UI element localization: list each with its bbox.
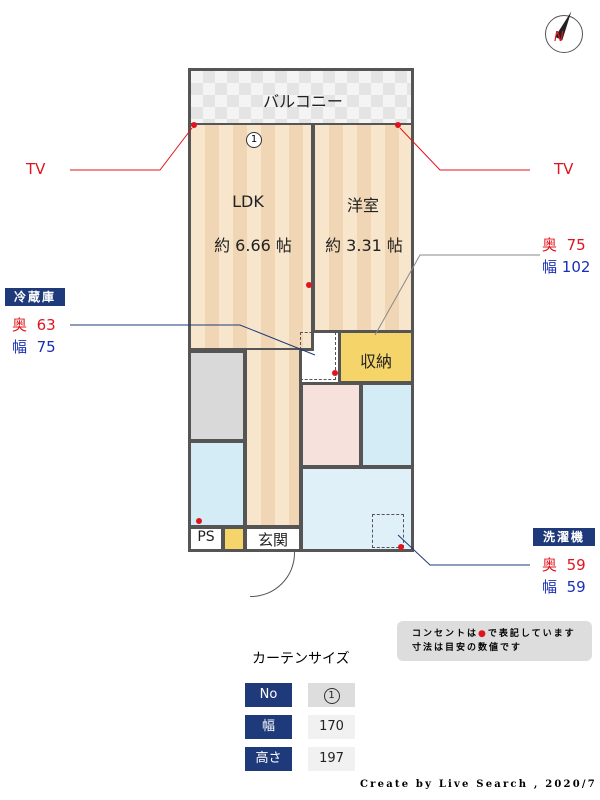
tv-label-left: TV (26, 160, 46, 178)
outlet-icon (196, 518, 202, 524)
outlet-icon (191, 122, 197, 128)
compass-icon: N (545, 9, 583, 53)
curtain-title: カーテンサイズ (252, 651, 350, 667)
outlet-icon (398, 544, 404, 550)
footer-credit: Create by Live Search , 2020/7 (360, 779, 597, 790)
western-room (312, 125, 414, 333)
fridge-badge: 冷蔵庫 (5, 288, 65, 306)
floor-plan: バルコニー 1 LDK 約 6.66 帖 洋室 約 3.31 帖 収納 PS 玄… (188, 68, 414, 597)
outlet-icon (395, 122, 401, 128)
washroom-pink (300, 382, 362, 468)
ldk-room (188, 125, 314, 351)
outlet-icon (332, 370, 338, 376)
entrance (244, 526, 302, 552)
outlet-icon (306, 282, 312, 288)
outlet-icon: ● (478, 629, 488, 639)
washer-badge: 洗濯機 (533, 528, 595, 546)
washer-dims: 奥 59 幅 59 (542, 556, 586, 596)
storage-dims: 奥 75 幅 102 (542, 236, 591, 276)
fridge-dims: 奥 63 幅 75 (12, 316, 56, 356)
fridge-space (300, 332, 336, 380)
balcony (188, 68, 414, 126)
tv-label-right: TV (554, 160, 574, 178)
washer-space (372, 514, 404, 548)
note-box: コンセントは●で表記しています 寸法は目安の数値です (397, 621, 592, 661)
window-marker: 1 (246, 132, 262, 148)
laundry (300, 466, 414, 552)
